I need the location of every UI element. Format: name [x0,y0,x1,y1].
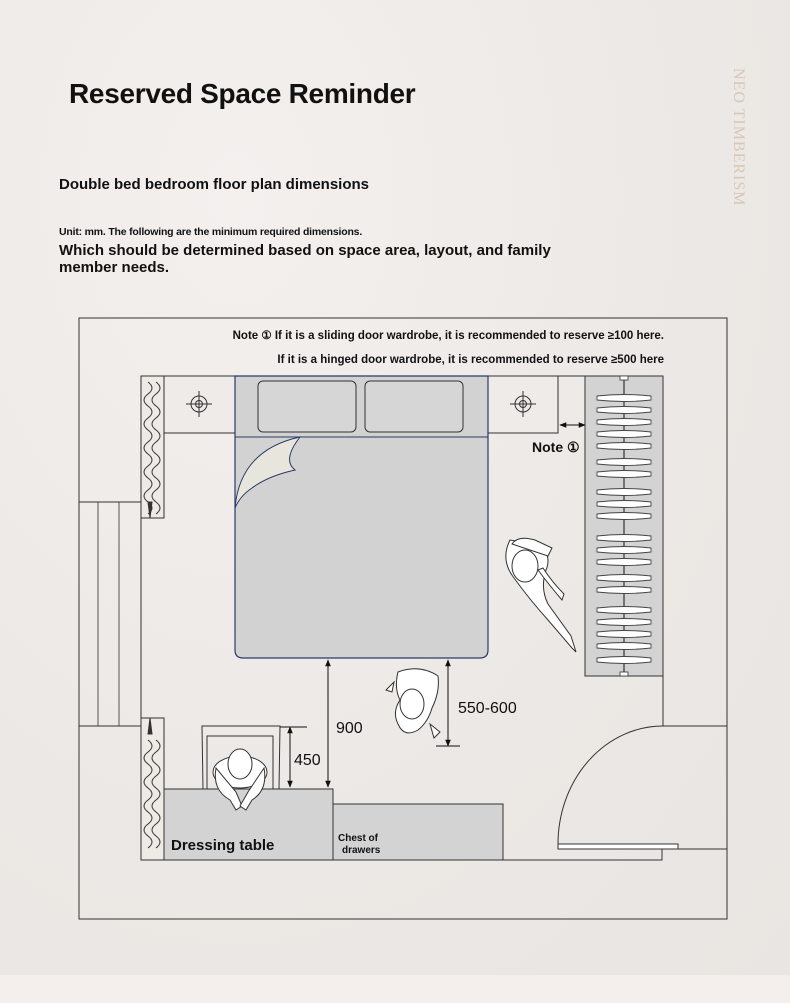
door [557,725,679,850]
footer-band [0,975,790,1003]
pillow-right [364,380,464,433]
dim-900-label: 900 [336,720,363,737]
note-marker-label: Note ① [532,439,580,455]
chest-label-line1: Chest of [338,833,379,844]
nightstand-left [163,375,236,434]
brand-watermark: NEO TIMBERISM [730,68,747,207]
dressing-table-label: Dressing table [171,837,274,854]
outer-frame [78,317,728,920]
window [97,502,120,726]
nightstand-right [487,375,559,434]
chest-of-drawers [332,803,504,861]
dimension-lines [280,422,586,788]
note-sliding-text: Note ① If it is a sliding door wardrobe,… [233,329,664,342]
double-bed [234,375,489,659]
dim-walkway-label: 550-600 [458,700,517,717]
plan-subtitle: Double bed bedroom floor plan dimensions [59,176,370,193]
unit-note: Unit: mm. The following are the minimum … [59,226,363,238]
note-hinged-text: If it is a hinged door wardrobe, it is r… [277,354,664,366]
curtain-bottom [140,717,165,861]
chest-label-line2: drawers [342,845,381,856]
dim-450-label: 450 [294,752,321,769]
folded-duvet [234,436,302,509]
curtain-top [140,375,165,519]
wardrobe [584,375,664,677]
walking-person-icon [505,537,577,653]
standing-person-icon [385,668,441,739]
page-title: Reserved Space Reminder [69,78,416,109]
pillow-left [257,380,357,433]
description-text: Which should be determined based on spac… [59,242,551,276]
seated-person-icon [212,748,268,811]
dressing-chair [201,725,281,790]
